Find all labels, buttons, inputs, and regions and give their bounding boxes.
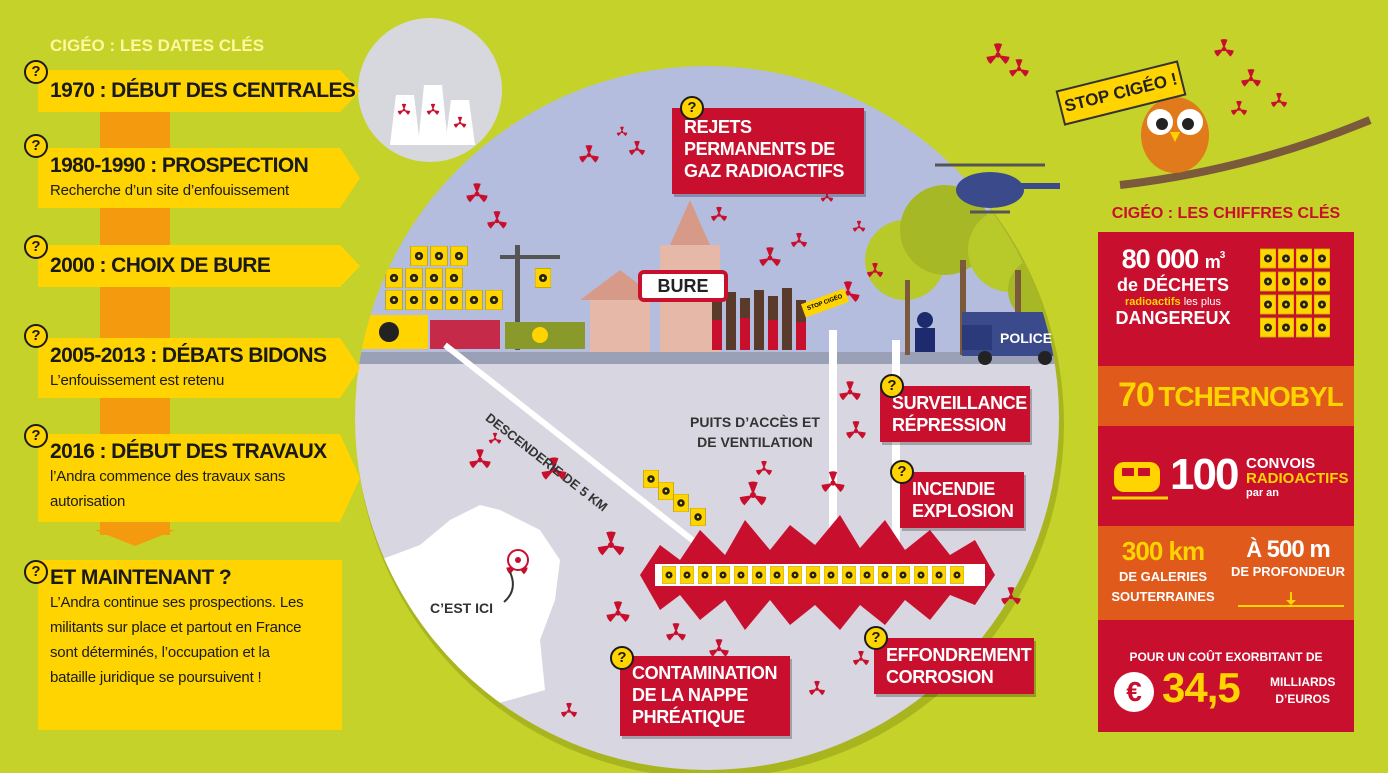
timeline-item-title: 2016 : DÉBUT DES TRAVAUX	[50, 440, 327, 463]
figures-title: CIGÉO : LES CHIFFRES CLÉS	[1111, 205, 1341, 222]
question-icon[interactable]: ?	[880, 374, 904, 398]
cout-units: MILLIARDS D’EUROS	[1270, 674, 1335, 708]
question-icon[interactable]: ?	[24, 134, 48, 158]
volume-unit: m	[1204, 252, 1221, 272]
galeries-l1: DE GALERIES	[1118, 569, 1208, 584]
convois-l1: CONVOIS	[1246, 455, 1316, 472]
timeline-item-1980: 1980-1990 : PROSPECTION Recherche d’un s…	[38, 148, 360, 208]
profondeur-l1: DE PROFONDEUR	[1230, 564, 1346, 579]
timeline-item-2000: 2000 : CHOIX DE BURE	[38, 245, 360, 287]
label-line: INCENDIE	[912, 479, 995, 499]
timeline-item-text: Recherche d’un site d’enfouissement	[50, 182, 289, 199]
cout-intro: POUR UN COÛT EXORBITANT DE	[1129, 650, 1323, 664]
timeline-item-2005: 2005-2013 : DÉBATS BIDONS L’enfouissemen…	[38, 338, 360, 398]
volume-sup: 3	[1219, 250, 1225, 261]
convois-l2: RADIOACTIFS	[1246, 470, 1349, 487]
label-line: CONTAMINATION	[632, 663, 778, 683]
timeline-item-text: bataille juridique se poursuivent !	[50, 669, 262, 686]
label-line: SURVEILLANCE	[892, 393, 1027, 413]
label-incendie: INCENDIE EXPLOSION	[900, 472, 1024, 528]
convois-value: 100	[1170, 450, 1239, 499]
police-label: POLICE	[1000, 330, 1053, 346]
label-line: PERMANENTS DE	[684, 139, 835, 159]
train-icon	[1112, 462, 1168, 500]
france-marker-icon	[503, 549, 529, 603]
tchernobyl-block	[1098, 366, 1354, 426]
euro-icon: €	[1114, 672, 1154, 712]
timeline-item-2016: 2016 : DÉBUT DES TRAVAUX l’Andra commenc…	[38, 434, 360, 522]
label-line: REJETS	[684, 117, 752, 137]
timeline-item-now: ET MAINTENANT ? L’Andra continue ses pro…	[38, 560, 342, 730]
helicopter-icon	[935, 163, 1060, 214]
volume-block: 80 000 m3 de DÉCHETS radioactifs les plu…	[1098, 244, 1248, 329]
question-icon[interactable]: ?	[864, 626, 888, 650]
tchernobyl-text: 70 TCHERNOBYL	[1118, 376, 1344, 415]
barrels-icon	[1260, 248, 1330, 338]
label-contamination: CONTAMINATION DE LA NAPPE PHRÉATIQUE	[620, 656, 790, 736]
galeries-block	[1098, 526, 1354, 620]
label-line: GAZ RADIOACTIFS	[684, 161, 844, 181]
cout-l1: MILLIARDS	[1270, 675, 1336, 689]
timeline-item-text: L’enfouissement est retenu	[50, 372, 225, 389]
timeline-title: CIGÉO : LES DATES CLÉS	[50, 36, 265, 55]
volume-value: 80 000	[1121, 244, 1200, 274]
timeline-item-text: autorisation	[50, 493, 126, 510]
profondeur-text: À 500 m DE PROFONDEUR	[1230, 536, 1346, 579]
timeline-item-title: 2000 : CHOIX DE BURE	[50, 254, 271, 277]
timeline-item-text: l’Andra commence des travaux sans	[50, 468, 286, 485]
label-line: DE LA NAPPE	[632, 685, 748, 705]
cout-l2: D’EUROS	[1275, 692, 1330, 706]
question-icon[interactable]: ?	[24, 424, 48, 448]
label-line: CORROSION	[886, 667, 994, 687]
figures-panel: 80 000 m3 de DÉCHETS radioactifs les plu…	[1098, 232, 1354, 732]
question-icon[interactable]: ?	[890, 460, 914, 484]
depth-arrow-icon	[1238, 592, 1344, 607]
timeline-spine-tip	[95, 530, 175, 546]
galeries-l2: SOUTERRAINES	[1111, 589, 1215, 604]
label-effondrement: EFFONDREMENT CORROSION	[874, 638, 1034, 694]
profondeur-prefix: À	[1246, 537, 1263, 562]
puits-label: PUITS D’ACCÈS ET DE VENTILATION	[690, 412, 820, 452]
volume-line3: DANGEREUX	[1115, 308, 1231, 328]
label-rejets: REJETS PERMANENTS DE GAZ RADIOACTIFS	[672, 108, 864, 194]
timeline-item-title: 1980-1990 : PROSPECTION	[50, 154, 309, 177]
question-icon[interactable]: ?	[24, 324, 48, 348]
question-icon[interactable]: ?	[680, 96, 704, 120]
timeline-item-title: 2005-2013 : DÉBATS BIDONS	[50, 344, 327, 367]
timeline-item-text: militants sur place et partout en France	[50, 619, 302, 636]
galeries-value: 300 km	[1121, 536, 1205, 566]
timeline-item-title: 1970 : DÉBUT DES CENTRALES	[50, 79, 356, 102]
cout-value: 34,5	[1162, 664, 1241, 711]
bure-sign: BURE	[638, 270, 728, 302]
volume-line2a: radioactifs	[1125, 296, 1181, 308]
question-icon[interactable]: ?	[24, 560, 48, 584]
tchernobyl-value: 70	[1118, 376, 1155, 414]
timeline-item-text: L’Andra continue ses prospections. Les	[50, 594, 304, 611]
label-line: EXPLOSION	[912, 501, 1014, 521]
owl-icon	[1119, 97, 1372, 189]
cest-ici-label: C’EST ICI	[430, 600, 494, 616]
label-line: EFFONDREMENT	[886, 645, 1032, 665]
timeline-item-text: sont déterminés, l’occupation et la	[50, 644, 270, 661]
volume-line2b: les plus	[1183, 296, 1221, 308]
galeries-text: 300 km DE GALERIES SOUTERRAINES	[1108, 536, 1218, 607]
question-icon[interactable]: ?	[610, 646, 634, 670]
profondeur-value: 500 m	[1266, 536, 1331, 563]
label-line: RÉPRESSION	[892, 415, 1007, 435]
label-line: PHRÉATIQUE	[632, 707, 745, 727]
convois-text: CONVOIS RADIOACTIFS par an	[1246, 456, 1349, 501]
question-icon[interactable]: ?	[24, 235, 48, 259]
convois-l3: par an	[1246, 487, 1280, 499]
label-surveillance: SURVEILLANCE RÉPRESSION	[880, 386, 1030, 442]
timeline-item-title: ET MAINTENANT ?	[50, 566, 232, 589]
question-icon[interactable]: ?	[24, 60, 48, 84]
timeline-item-1970: 1970 : DÉBUT DES CENTRALES	[38, 70, 360, 112]
puits-label-line: PUITS D’ACCÈS ET	[690, 414, 820, 430]
puits-label-line: DE VENTILATION	[697, 434, 813, 450]
volume-line1: de DÉCHETS	[1116, 275, 1230, 295]
tchernobyl-label: TCHERNOBYL	[1158, 381, 1343, 412]
